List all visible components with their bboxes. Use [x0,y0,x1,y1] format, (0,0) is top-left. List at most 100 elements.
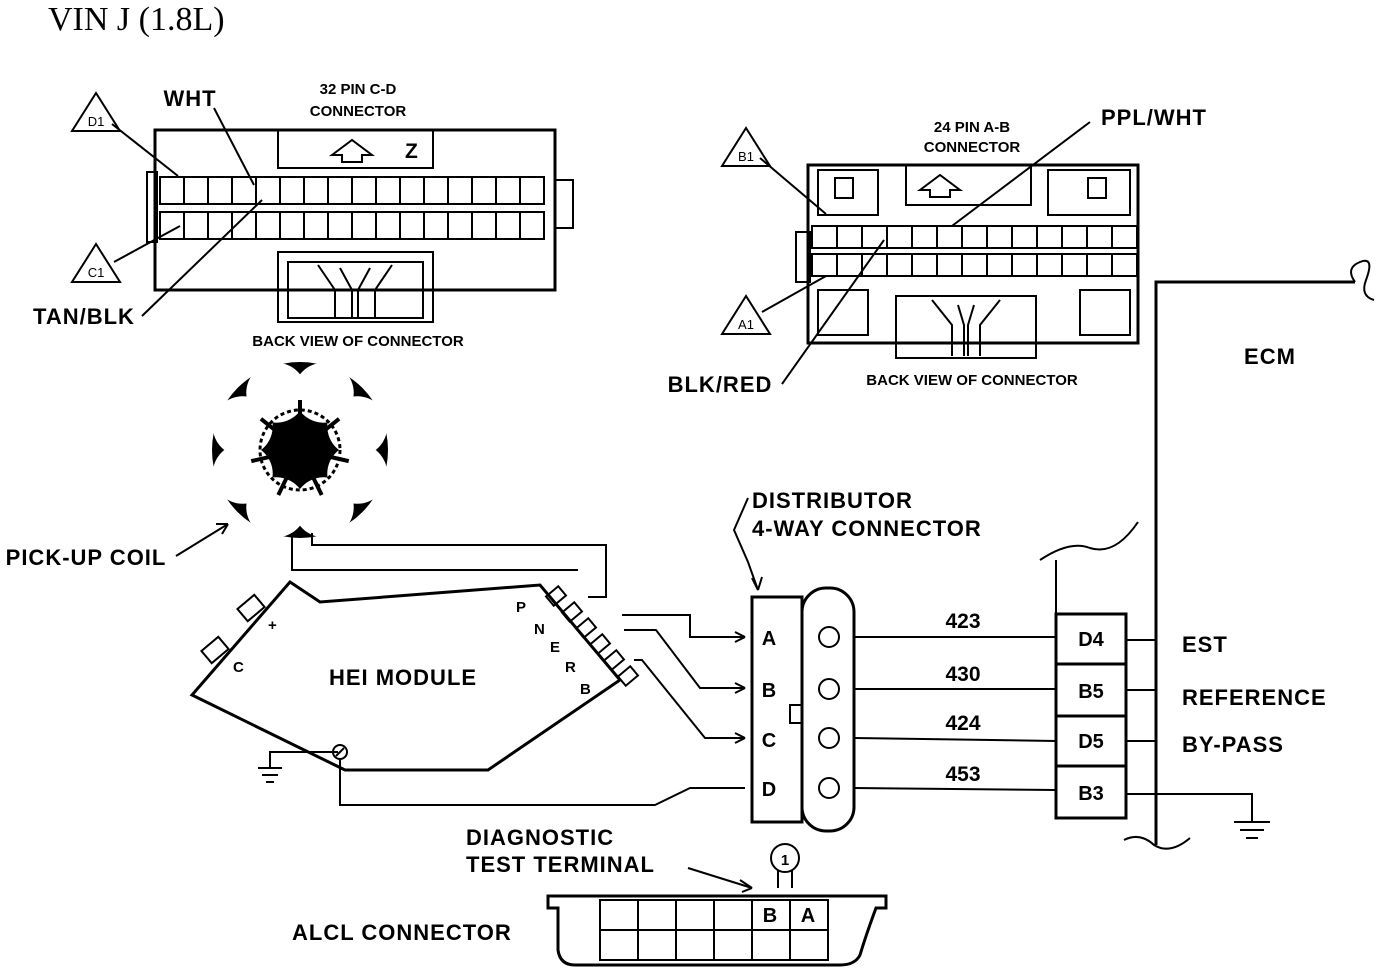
connector-pin-cell [911,225,938,249]
ground-icon [258,751,338,783]
ecm-pin-b5: B5 [1078,681,1104,703]
hei-module: C + HEI MODULE P N E R B [189,580,640,783]
alcl-cell [675,899,715,931]
hei-term-b: B [580,681,591,698]
alcl-cell [789,899,829,931]
pin-b1-label: B1 [738,149,754,164]
alcl-cell [789,929,829,961]
connector-pin-cell [811,225,838,249]
callout-marker [770,843,800,873]
pin-c1-label: C1 [88,265,105,280]
callout-number: 1 [781,852,789,869]
alcl-cell [713,929,753,961]
alcl-housing [546,894,888,967]
pickup-coil-spoke [304,461,324,496]
connector-pin-cell [351,211,377,240]
connector-pin-cell [861,225,888,249]
alcl-pin-b: B [763,905,777,927]
connector-pin-cell [327,176,353,205]
connector-pin-cell [519,176,545,205]
connector-ab: 24 PIN A-B CONNECTOR PPL/WHT BACK VIEW O… [668,105,1207,397]
connector-ab-latch [895,295,1037,359]
pin-a1-marker [720,294,772,335]
connector-pin-cell [1111,253,1138,277]
connector-pin-cell [936,225,963,249]
diagnostic-label-line1: DIAGNOSTIC [466,825,614,850]
diagnostic-label-line2: TEST TERMINAL [466,852,655,877]
alcl-pin-a: A [801,905,815,927]
distributor-socket [818,626,840,648]
connector-pin-cell [207,211,233,240]
distributor-socket [818,777,840,799]
alcl-connector: DIAGNOSTIC TEST TERMINAL 1 ALCL CONNECTO… [292,825,888,967]
connector-cd-body [153,128,557,292]
ecm-ground-icon [1126,793,1270,839]
connector-pin-cell [1036,253,1063,277]
hei-term-p: P [516,599,526,616]
hei-term-plus: + [268,617,277,634]
connector-pin-cell [303,211,329,240]
connector-pin-cell [495,176,521,205]
connector-pin-cell [255,211,281,240]
pickup-coil-label: PICK-UP COIL [6,545,167,570]
connector-pin-cell [423,211,449,240]
connector-pin-cell [495,211,521,240]
connector-pin-cell [886,225,913,249]
alcl-cell [599,899,639,931]
connector-pin-cell [423,176,449,205]
connector-pin-cell [1011,253,1038,277]
ecm: ECM D4 B5 D5 B3 EST REFERENCE BY-PASS [1039,259,1375,850]
ecm-label: ECM [1244,344,1296,369]
connector-pin-cell [471,176,497,205]
diagram-title: VIN J (1.8L) [48,1,225,38]
alcl-cell [637,929,677,961]
connector-pin-cell [1036,225,1063,249]
connector-cd-header [277,129,434,169]
distributor-connector: DISTRIBUTOR 4-WAY CONNECTOR A B C D [732,488,982,833]
connector-ab-name-line2: CONNECTOR [924,139,1021,156]
connector-pin-cell [1011,225,1038,249]
pickup-coil-notch [246,362,307,423]
wire-453-label: 453 [945,763,980,786]
wire-tan-blk-label: TAN/BLK [33,304,135,329]
connector-ab-header [905,164,1032,206]
wire-ppl-wht-label: PPL/WHT [1101,105,1207,130]
ecm-signal-est: EST [1182,632,1228,657]
distributor-socket [818,727,840,749]
circuit-wires: 423 430 424 453 [853,610,1057,791]
connector-pin-cell [183,176,209,205]
connector-pin-cell [1061,253,1088,277]
pickup-coil-notch [327,396,388,457]
wire-430-label: 430 [945,663,980,686]
connector-pin-cell [471,211,497,240]
distributor-pin-d: D [762,779,776,801]
connector-cd-name-line1: 32 PIN C-D [320,81,397,98]
up-arrow-icon-ab [917,173,963,198]
connector-pin-cell [303,176,329,205]
hei-terminal-tab [560,600,584,624]
ecm-pin-d5: D5 [1078,731,1104,753]
distributor-plug [800,586,856,833]
pin-d1-label: D1 [88,114,105,129]
distributor-label-line2: 4-WAY CONNECTOR [752,516,982,541]
wire-423-label: 423 [945,610,980,633]
connector-pin-cell [351,176,377,205]
pin-a1-label: A1 [738,317,754,332]
pin-b1-marker [720,126,772,167]
ecm-signal-reference: REFERENCE [1182,685,1327,710]
connector-pin-cell [279,211,305,240]
connector-pin-cell [519,211,545,240]
distributor-pin-b: B [762,680,776,702]
connector-pin-cell [986,253,1013,277]
hei-terminal-tab [602,648,626,672]
ecm-pin-d4: D4 [1078,629,1104,651]
distributor-label-line1: DISTRIBUTOR [752,488,913,513]
pickup-coil-spoke [276,461,296,496]
ecm-pin-b3: B3 [1078,783,1104,805]
pickup-coil-spoke [309,417,341,443]
alcl-cell [637,899,677,931]
connector-pin-cell [159,176,185,205]
connector-pin-cell [811,253,838,277]
ecm-signal-bypass: BY-PASS [1182,732,1284,757]
